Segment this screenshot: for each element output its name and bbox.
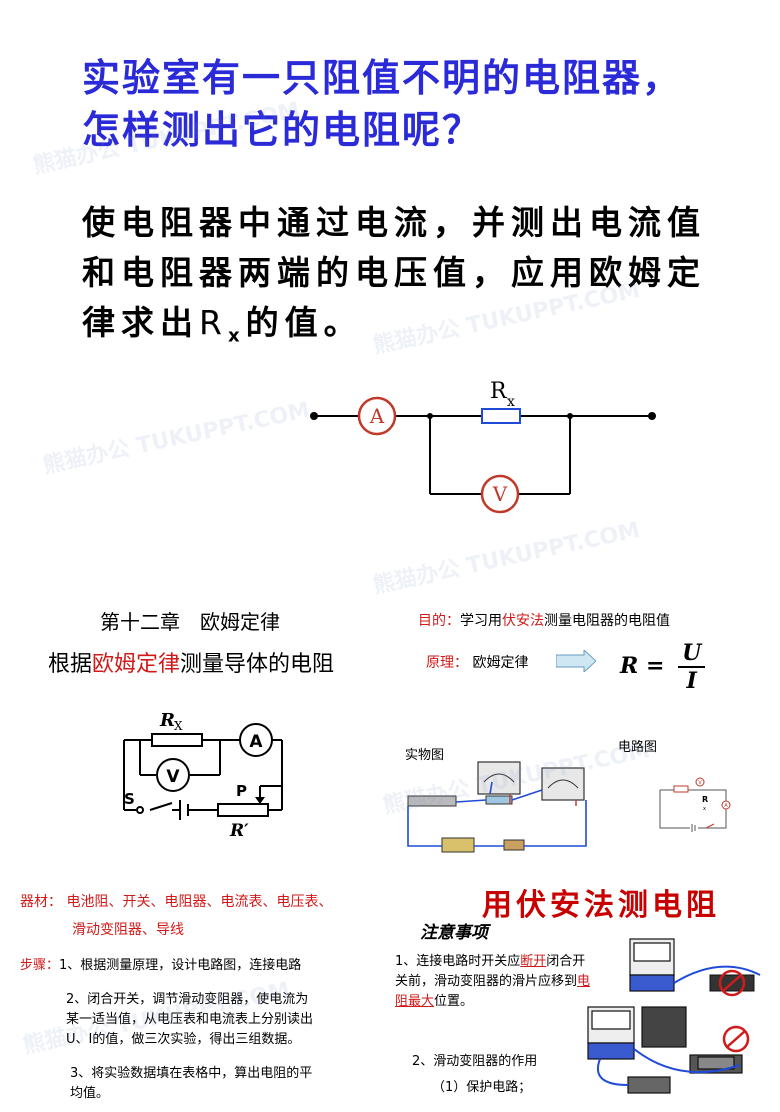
svg-text:x: x (703, 806, 706, 812)
step-3: 3、将实验数据填在表格中，算出电阻的平 均值。 (70, 1066, 313, 1101)
svg-text:P: P (236, 782, 247, 800)
note-2: 2、滑动变阻器的作用 (412, 1054, 538, 1069)
ammeter-icon (239, 723, 273, 757)
steps-list: 步骤：1、根据测量原理，设计电路图，连接电路 2、闭合开关，调节滑动变阻器，使电… (20, 956, 360, 1112)
equipment-list: 器材： 电池阻、开关、电阻器、电流表、电压表、 滑动变阻器、导线 (20, 894, 333, 938)
chapter-title: 第十二章 欧姆定律 (100, 610, 280, 634)
rheostat-device-icon (407, 795, 457, 807)
desc-line-1: 使电阻器中通过电流，并测出电流值 (82, 203, 706, 242)
top-slide: 实验室有一只阻值不明的电阻器， 怎样测出它的电阻呢？ 使电阻器中通过电流，并测出… (82, 52, 722, 514)
slide-title: 实验室有一只阻值不明的电阻器， 怎样测出它的电阻呢？ (82, 52, 682, 156)
desc-line-2: 和电阻器两端的电压值，应用欧姆定 (82, 253, 706, 292)
svg-text:V: V (698, 780, 702, 786)
ammeter-label: A (369, 404, 385, 428)
rheostat-icon (217, 803, 269, 817)
ohm-formula: R = U I (620, 640, 706, 694)
switch-label: S (124, 790, 135, 808)
slide-subtitle: 根据欧姆定律测量导体的电阻 (48, 652, 335, 677)
switch-device-icon (503, 839, 525, 851)
voltmeter-label: V (492, 482, 508, 506)
svg-text:A: A (724, 803, 728, 809)
measurement-circuit-diagram: A V R x (310, 379, 656, 514)
voltmeter-device-icon (477, 761, 521, 795)
svg-text:X: X (174, 719, 183, 733)
warning-circle-icon (722, 1025, 750, 1053)
rx-resistor-icon (151, 733, 203, 747)
svg-text:R′: R′ (229, 821, 249, 841)
ammeter-device-icon (541, 767, 585, 801)
ammeter-icon (357, 396, 397, 436)
resistor-subscript: x (507, 394, 515, 410)
svg-text:R: R (159, 710, 175, 731)
real-apparatus-image (407, 761, 587, 853)
resistor-label: R (490, 379, 508, 404)
svg-text:R: R (702, 795, 708, 804)
arrow-right-icon (556, 650, 596, 672)
resistor-device-icon (485, 795, 513, 805)
note-1: 1、连接电路时开关应断开闭合开关前，滑动变阻器的滑片应移到电阻最大位置。 (395, 954, 591, 1009)
goal-line: 目的：学习用伏安法测量电阻器的电阻值 (418, 613, 670, 629)
note-3: （1）保护电路； (432, 1080, 532, 1095)
mini-circuit-diagram: V A R x (659, 777, 731, 832)
terminal-left (310, 412, 318, 420)
method-title: 用伏安法测电阻 (482, 888, 720, 923)
svg-text:V: V (166, 767, 180, 787)
title-line-2: 怎样测出它的电阻呢？ (82, 108, 483, 152)
principle-line: 原理： 欧姆定律 (426, 655, 529, 671)
svg-text:A: A (249, 732, 263, 752)
step-2: 2、闭合开关，调节滑动变阻器，使电流为 某一适当值，从电压表和电流表上分别读出 … (66, 992, 314, 1047)
notes-title: 注意事项 (420, 923, 488, 943)
terminal-right (648, 412, 656, 420)
step-1: 步骤：1、根据测量原理，设计电路图，连接电路 (20, 958, 302, 973)
desc-line-3: 律求出Rx的值。 (82, 303, 363, 347)
apparatus-photo (587, 938, 761, 1094)
voltmeter-icon (156, 758, 190, 792)
title-line-1: 实验室有一只阻值不明的电阻器， (82, 56, 683, 100)
resistor-icon (481, 408, 521, 424)
description: 使电阻器中通过电流，并测出电流值 和电阻器两端的电压值，应用欧姆定 律求出Rx的… (82, 198, 722, 362)
circuit-diagram-label: 电路图 (618, 740, 658, 755)
battery-icon (441, 837, 475, 853)
warning-circle-icon (718, 969, 746, 997)
ohm-circuit-diagram: R X A V S P R′ (123, 710, 283, 841)
real-diagram-label: 实物图 (405, 748, 445, 763)
voltmeter-icon (480, 474, 520, 514)
